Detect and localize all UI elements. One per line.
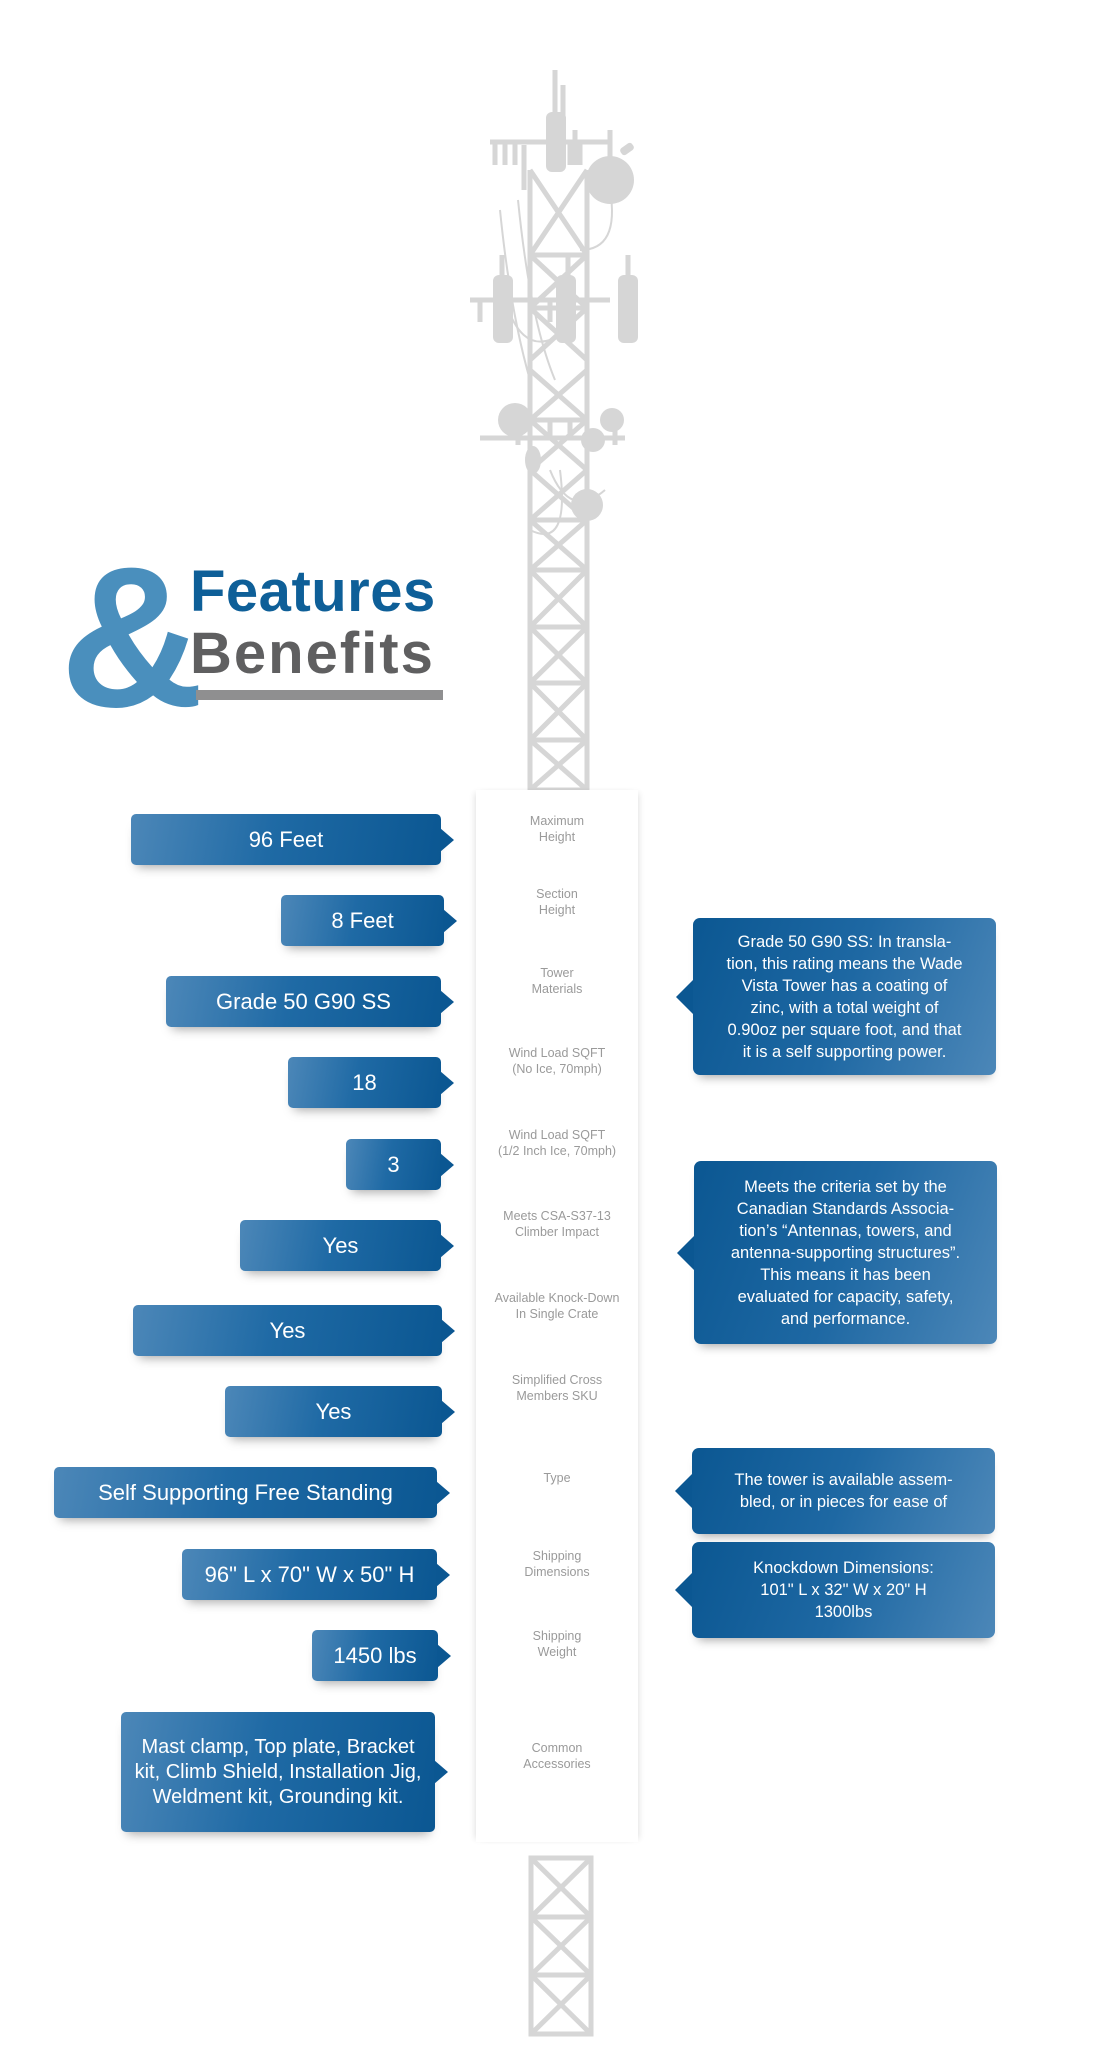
- cell-tower-icon: [470, 70, 638, 793]
- value-shipping-weight: 1450 lbs: [312, 1630, 451, 1681]
- value-wind-load-no-ice: 18: [288, 1057, 454, 1108]
- value-section-height: 8 Feet: [281, 895, 457, 946]
- title-underline: [196, 690, 443, 700]
- value-knock-down: Yes: [133, 1305, 455, 1356]
- title-features: Features: [190, 559, 436, 624]
- value-shipping-dimensions: 96" L x 70" W x 50" H: [182, 1549, 450, 1600]
- callout-type: The tower is available assem- bled, or i…: [675, 1448, 995, 1534]
- callout-csa-climber-impact: Meets the criteria set by the Canadian S…: [677, 1161, 997, 1344]
- value-wind-load-half-inch-ice: 3: [346, 1139, 454, 1190]
- tower-section-icon: [528, 1855, 594, 2037]
- value-tower-materials: Grade 50 G90 SS: [166, 976, 454, 1027]
- value-csa-climber-impact: Yes: [240, 1220, 454, 1271]
- callout-tower-materials: Grade 50 G90 SS: In transla- tion, this …: [676, 918, 996, 1075]
- value-cross-members: Yes: [225, 1386, 455, 1437]
- ampersand-logo: &: [60, 526, 205, 749]
- spec-label-wind-load-half-inch-ice: Wind Load SQFT(1/2 Inch Ice, 70mph): [497, 1128, 617, 1158]
- spec-label-type: Type: [543, 1471, 571, 1485]
- spec-label-wind-load-no-ice: Wind Load SQFT(No Ice, 70mph): [508, 1046, 606, 1076]
- value-maximum-height: 96 Feet: [131, 814, 454, 865]
- callout-shipping-dimensions: Knockdown Dimensions: 101" L x 32" W x 2…: [675, 1542, 995, 1638]
- title-benefits: Benefits: [190, 621, 435, 686]
- value-type: Self Supporting Free Standing: [54, 1467, 450, 1518]
- value-common-accessories: Mast clamp, Top plate, Bracket kit, Clim…: [121, 1712, 448, 1832]
